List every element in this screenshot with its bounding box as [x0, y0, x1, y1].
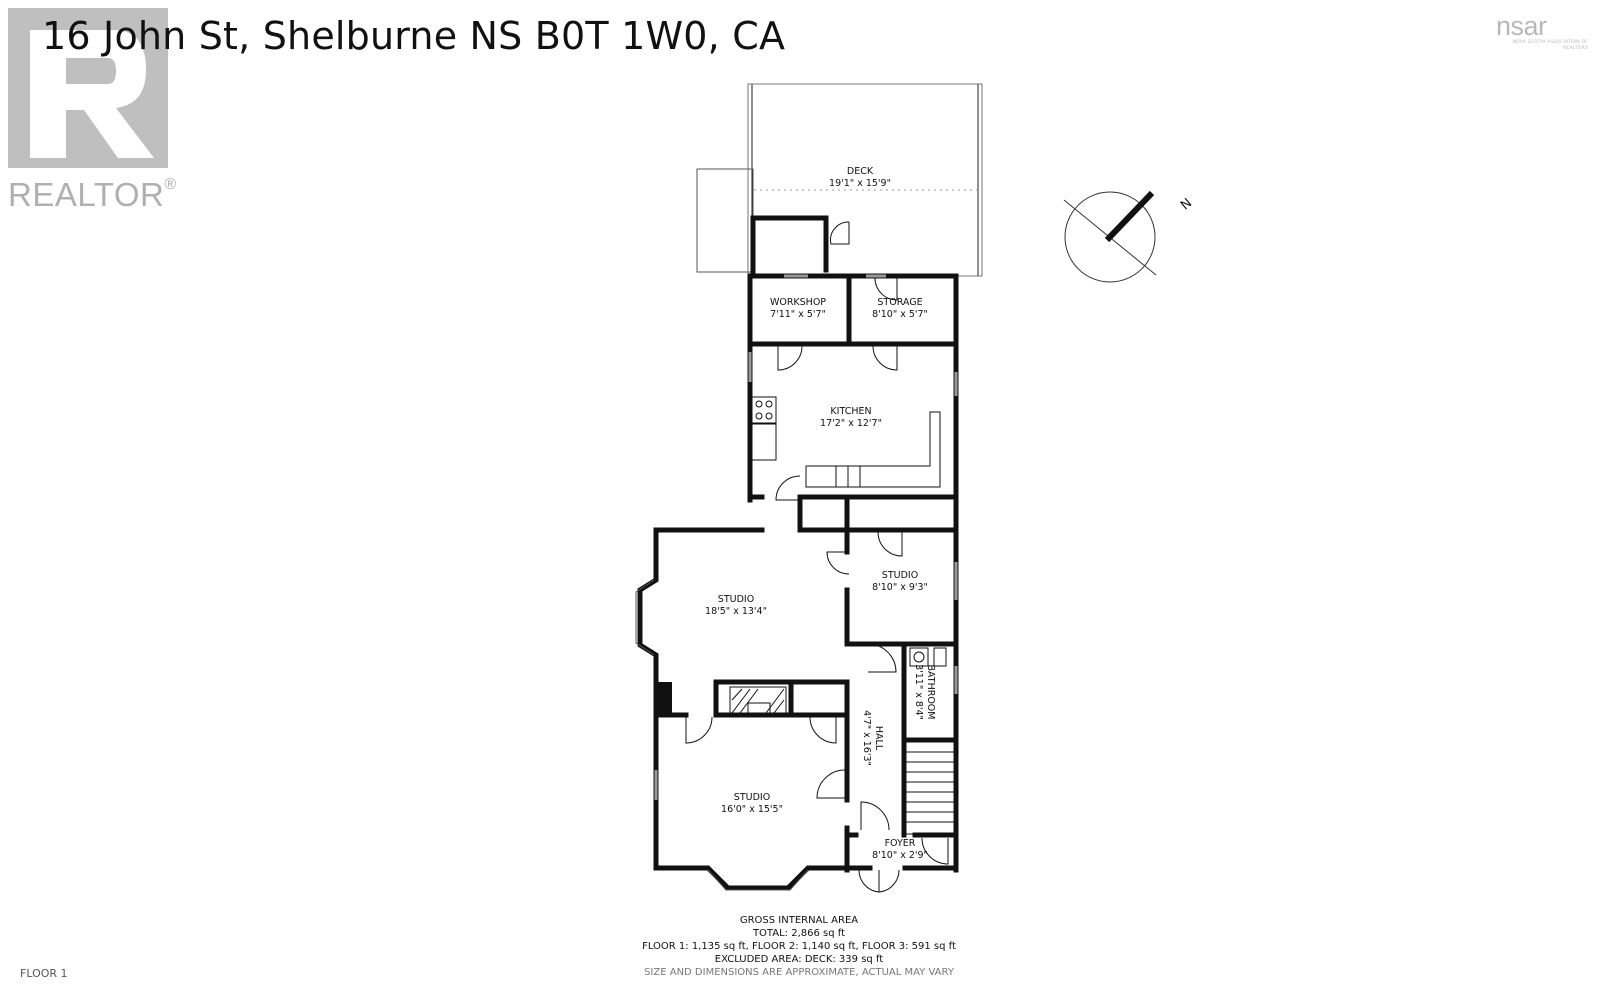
- staircase: [905, 741, 955, 835]
- area-heading: GROSS INTERNAL AREA: [739, 915, 859, 926]
- deck-step: [696, 168, 754, 273]
- nsar-wordmark: nsar: [1496, 11, 1547, 41]
- nsar-tagline: NOVA SCOTIA ASSOCIATION OF REALTORS: [1512, 40, 1588, 51]
- door-swings: [685, 221, 949, 893]
- floor-indicator: FLOOR 1: [20, 967, 68, 980]
- walls: [637, 215, 959, 891]
- realtor-logo: REALTOR®: [8, 8, 188, 213]
- area-disclaimer: SIZE AND DIMENSIONS ARE APPROXIMATE, ACT…: [644, 967, 954, 978]
- kitchen-fixtures: [751, 396, 941, 488]
- chimney-block: [656, 682, 672, 715]
- nsar-logo: nsar NOVA SCOTIA ASSOCIATION OF REALTORS: [1496, 12, 1588, 56]
- realtor-wordmark: REALTOR®: [8, 176, 177, 213]
- area-total: TOTAL: 2,866 sq ft: [752, 928, 846, 939]
- area-excluded: EXCLUDED AREA: DECK: 339 sq ft: [714, 954, 884, 965]
- area-floors: FLOOR 1: 1,135 sq ft, FLOOR 2: 1,140 sq …: [642, 941, 956, 952]
- windows: [654, 274, 958, 800]
- listing-address: 16 John St, Shelburne NS B0T 1W0, CA: [42, 14, 786, 58]
- realtor-r-mark-icon: [8, 8, 168, 168]
- fireplace: [729, 686, 787, 714]
- bay-windows: [635, 579, 809, 891]
- compass-rose: [1063, 190, 1157, 283]
- bathroom-fixtures: [909, 647, 947, 667]
- gross-internal-area: GROSS INTERNAL AREA TOTAL: 2,866 sq ft F…: [640, 914, 958, 979]
